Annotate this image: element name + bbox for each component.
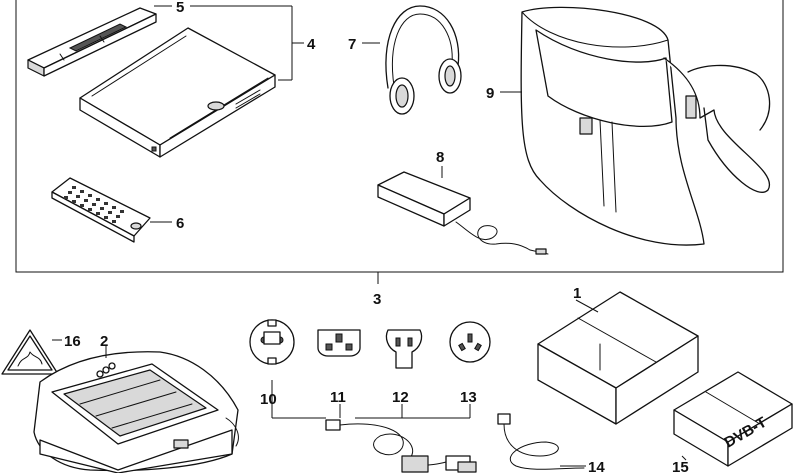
callout-14: 14 <box>588 459 605 473</box>
callout-6: 6 <box>176 215 184 232</box>
callout-10: 10 <box>260 391 277 408</box>
callout-5: 5 <box>176 0 184 16</box>
leader-lines <box>52 5 687 467</box>
carrying-bag <box>520 6 771 246</box>
us-plug-adapter <box>385 329 423 369</box>
dvbt-box: DVB-T <box>673 371 793 467</box>
callout-7: 7 <box>348 36 356 53</box>
callout-15: 15 <box>672 459 689 473</box>
euro-plug-adapter <box>249 319 295 365</box>
callout-3: 3 <box>373 291 381 308</box>
power-adapter <box>377 171 549 255</box>
callout-1: 1 <box>573 285 581 302</box>
callout-11: 11 <box>330 389 346 406</box>
callout-numbers: 5 4 6 7 8 9 3 16 2 10 11 12 13 1 14 15 <box>64 0 689 473</box>
callout-4: 4 <box>307 36 316 53</box>
portable-dvd-player <box>79 27 276 158</box>
wireless-headphones <box>385 5 462 115</box>
power-cord <box>271 380 471 473</box>
callout-16: 16 <box>64 333 81 350</box>
packaging-box <box>537 291 699 425</box>
callout-9: 9 <box>486 85 494 102</box>
callout-12: 12 <box>392 389 409 406</box>
uk-plug-adapter <box>317 329 361 357</box>
battery-pack <box>27 7 157 77</box>
vehicle-mount <box>33 351 239 473</box>
callout-2: 2 <box>100 333 108 350</box>
warning-label <box>1 329 59 375</box>
kit-frame <box>15 0 784 284</box>
callout-8: 8 <box>436 149 444 166</box>
remote-control <box>51 177 151 243</box>
connection-cable <box>457 413 585 473</box>
callout-13: 13 <box>460 389 477 406</box>
au-plug-adapter <box>449 321 491 363</box>
